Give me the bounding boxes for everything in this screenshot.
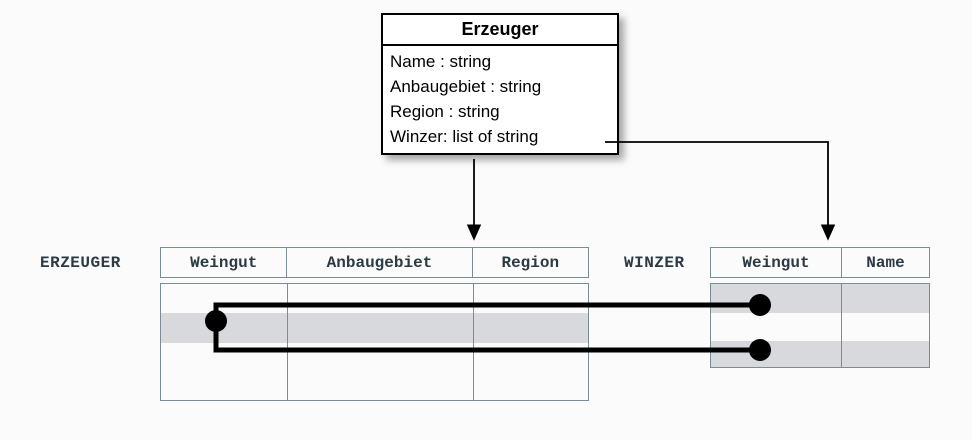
table-cell (288, 372, 474, 400)
table-row[interactable] (161, 372, 588, 400)
table-row[interactable] (161, 313, 588, 343)
column-header-anbaugebiet: Anbaugebiet (287, 248, 473, 277)
table-cell (474, 313, 588, 343)
table-cell (161, 343, 288, 372)
table-label-erzeuger: ERZEUGER (40, 254, 121, 272)
table-cell (842, 284, 927, 313)
table-cell (474, 372, 588, 400)
table-cell (711, 284, 842, 313)
uml-class-erzeuger[interactable]: Erzeuger Name : string Anbaugebiet : str… (381, 13, 619, 155)
column-header-region: Region (501, 253, 560, 272)
table-header-erzeuger: Weingut Anbaugebiet Region (160, 247, 589, 278)
table-header-winzer: Weingut Name (710, 247, 930, 278)
table-cell (288, 313, 474, 343)
table-cell (288, 284, 474, 313)
table-cell (161, 284, 288, 313)
table-row[interactable] (711, 313, 929, 341)
uml-attribute-region: Region : string (390, 102, 500, 121)
table-body-erzeuger (160, 283, 589, 401)
table-label-winzer: WINZER (624, 254, 685, 272)
table-cell (711, 313, 842, 341)
table-row[interactable] (711, 341, 929, 367)
table-cell (161, 372, 288, 400)
column-header-weingut: Weingut (711, 248, 842, 277)
table-body-winzer (710, 283, 930, 368)
uml-attribute-winzer: Winzer: list of string (390, 127, 539, 146)
column-header-name: Name (866, 253, 905, 272)
table-cell (842, 313, 927, 341)
table-row[interactable] (711, 284, 929, 313)
uml-attribute-name: Name : string (390, 52, 492, 71)
table-cell (711, 341, 842, 367)
table-row[interactable] (161, 284, 588, 313)
table-row[interactable] (161, 343, 588, 372)
uml-attribute-list: Name : string Anbaugebiet : string Regio… (383, 46, 617, 153)
column-header-weingut: Weingut (161, 248, 288, 277)
connector-winzer-attribute-to-winzer-table (605, 141, 836, 241)
uml-class-name: Erzeuger (383, 15, 617, 46)
table-cell (161, 313, 288, 343)
table-cell (474, 343, 588, 372)
table-cell (842, 341, 927, 367)
table-cell (474, 284, 588, 313)
uml-attribute-anbaugebiet: Anbaugebiet : string (390, 77, 542, 96)
table-cell (288, 343, 474, 372)
